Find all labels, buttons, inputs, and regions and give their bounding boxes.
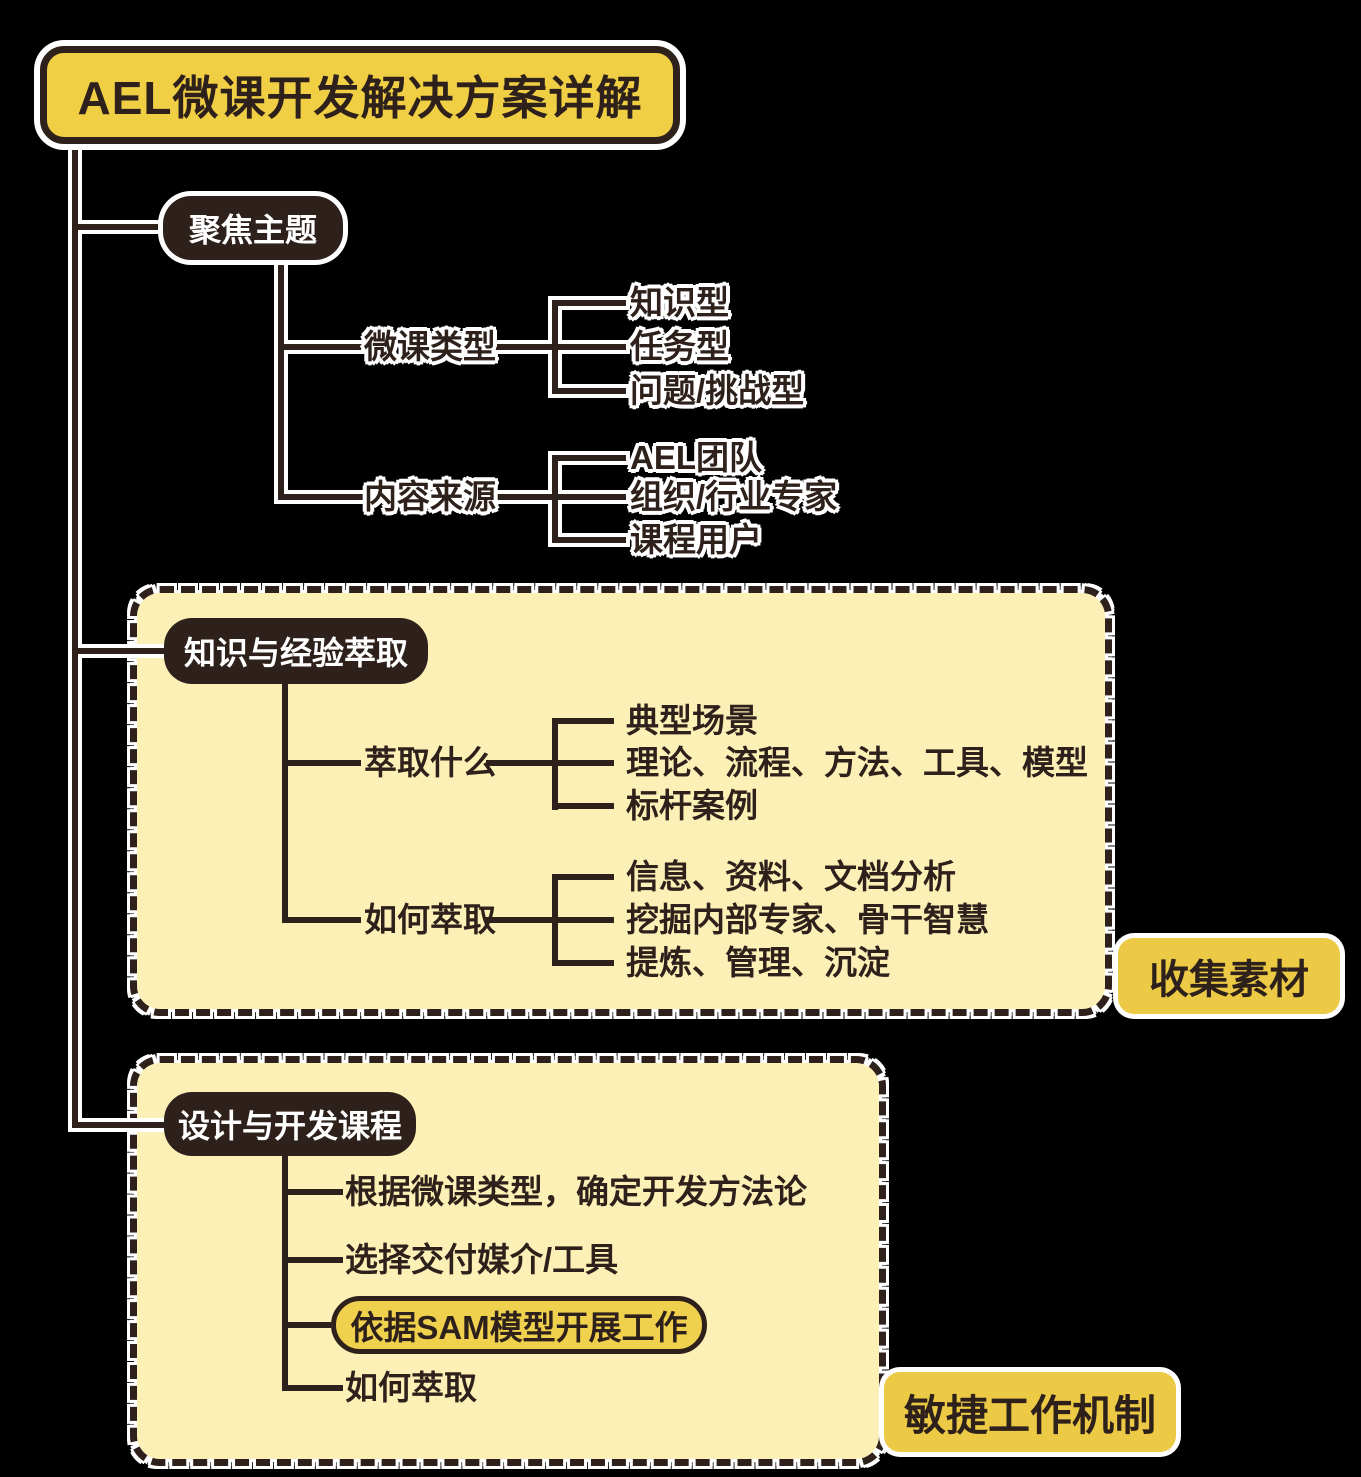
content-source-child: 课程用户	[630, 521, 762, 558]
connector-line	[285, 1385, 343, 1391]
microcourse-type-child: 任务型	[630, 328, 729, 365]
knowledge-extraction-label: 知识与经验萃取	[183, 635, 408, 671]
root-title-label: AEL微课开发解决方案详解	[77, 72, 643, 124]
design-develop-node: 设计与开发课程	[164, 1092, 416, 1156]
extract-what-label: 萃取什么	[364, 744, 496, 781]
design-develop-label: 设计与开发课程	[177, 1108, 402, 1144]
focus-topic-label: 聚焦主题	[188, 212, 317, 248]
collect-material-label: 收集素材	[1149, 958, 1309, 1002]
connector-line	[282, 344, 364, 350]
content-source-child: AEL团队	[630, 439, 762, 476]
microcourse-type-label: 微课类型	[364, 328, 496, 365]
root-title-node: AEL微课开发解决方案详解	[40, 46, 680, 144]
connector-line	[278, 494, 364, 500]
connector-line	[552, 803, 614, 809]
extract-how-label: 如何萃取	[364, 901, 496, 938]
sam-model-label: 依据SAM模型开展工作	[350, 1309, 688, 1346]
connector-line	[484, 344, 556, 350]
collect-material-tag: 收集素材	[1118, 938, 1340, 1014]
connector-line	[552, 760, 614, 766]
connector-line	[552, 960, 614, 966]
agile-mechanism-tag: 敏捷工作机制	[884, 1372, 1176, 1452]
knowledge-extraction-node: 知识与经验萃取	[164, 618, 428, 684]
extract-what-child: 典型场景	[626, 702, 758, 739]
connector-line	[282, 1156, 288, 1391]
connector-line	[484, 494, 556, 500]
sam-model-highlight-node: 依据SAM模型开展工作	[331, 1296, 707, 1354]
content-source-label: 内容来源	[364, 478, 496, 515]
connector-line	[285, 1322, 331, 1328]
design-item: 根据微课类型，确定开发方法论	[345, 1173, 807, 1210]
extract-how-child: 挖掘内部专家、骨干智慧	[626, 901, 989, 938]
connector-line	[552, 388, 626, 394]
focus-topic-node: 聚焦主题	[163, 196, 343, 260]
agile-mechanism-label: 敏捷工作机制	[903, 1391, 1156, 1439]
extract-what-child: 标杆案例	[626, 787, 758, 824]
connector-line	[72, 1122, 168, 1128]
connector-line	[552, 455, 626, 461]
design-item: 选择交付媒介/工具	[345, 1241, 619, 1278]
connector-line	[552, 874, 614, 880]
connector-line	[285, 1189, 343, 1195]
connector-line	[285, 760, 361, 766]
connector-line	[486, 760, 552, 766]
connector-line	[552, 537, 626, 543]
connector-line	[552, 917, 614, 923]
connector-line	[72, 224, 166, 230]
content-source-child: 组织/行业专家	[630, 478, 838, 515]
connector-line	[278, 256, 284, 500]
connector-line	[285, 917, 361, 923]
connector-line	[285, 1257, 343, 1263]
connector-line	[552, 494, 626, 500]
connector-line	[552, 300, 626, 306]
microcourse-type-child: 问题/挑战型	[630, 372, 805, 409]
connector-line	[486, 917, 552, 923]
connector-line	[552, 344, 626, 350]
microcourse-type-child: 知识型	[630, 284, 729, 321]
connector-line	[552, 718, 614, 724]
extract-how-child: 提炼、管理、沉淀	[626, 944, 890, 981]
extract-how-child: 信息、资料、文档分析	[626, 858, 956, 895]
connector-line	[282, 684, 288, 923]
extract-what-child: 理论、流程、方法、工具、模型	[626, 744, 1088, 781]
design-item: 如何萃取	[345, 1369, 477, 1406]
connector-line	[72, 648, 168, 654]
connector-line	[72, 146, 78, 1128]
